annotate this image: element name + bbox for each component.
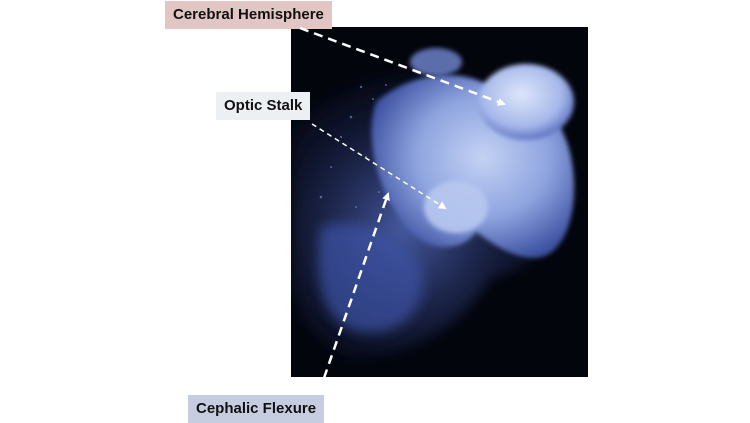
label-optic-stalk: Optic Stalk <box>216 92 311 120</box>
embryo-photo <box>291 27 588 377</box>
label-cephalic-flexure: Cephalic Flexure <box>188 395 325 423</box>
label-cerebral-hemisphere: Cerebral Hemisphere <box>165 1 332 29</box>
embryo-illustration <box>291 27 588 377</box>
